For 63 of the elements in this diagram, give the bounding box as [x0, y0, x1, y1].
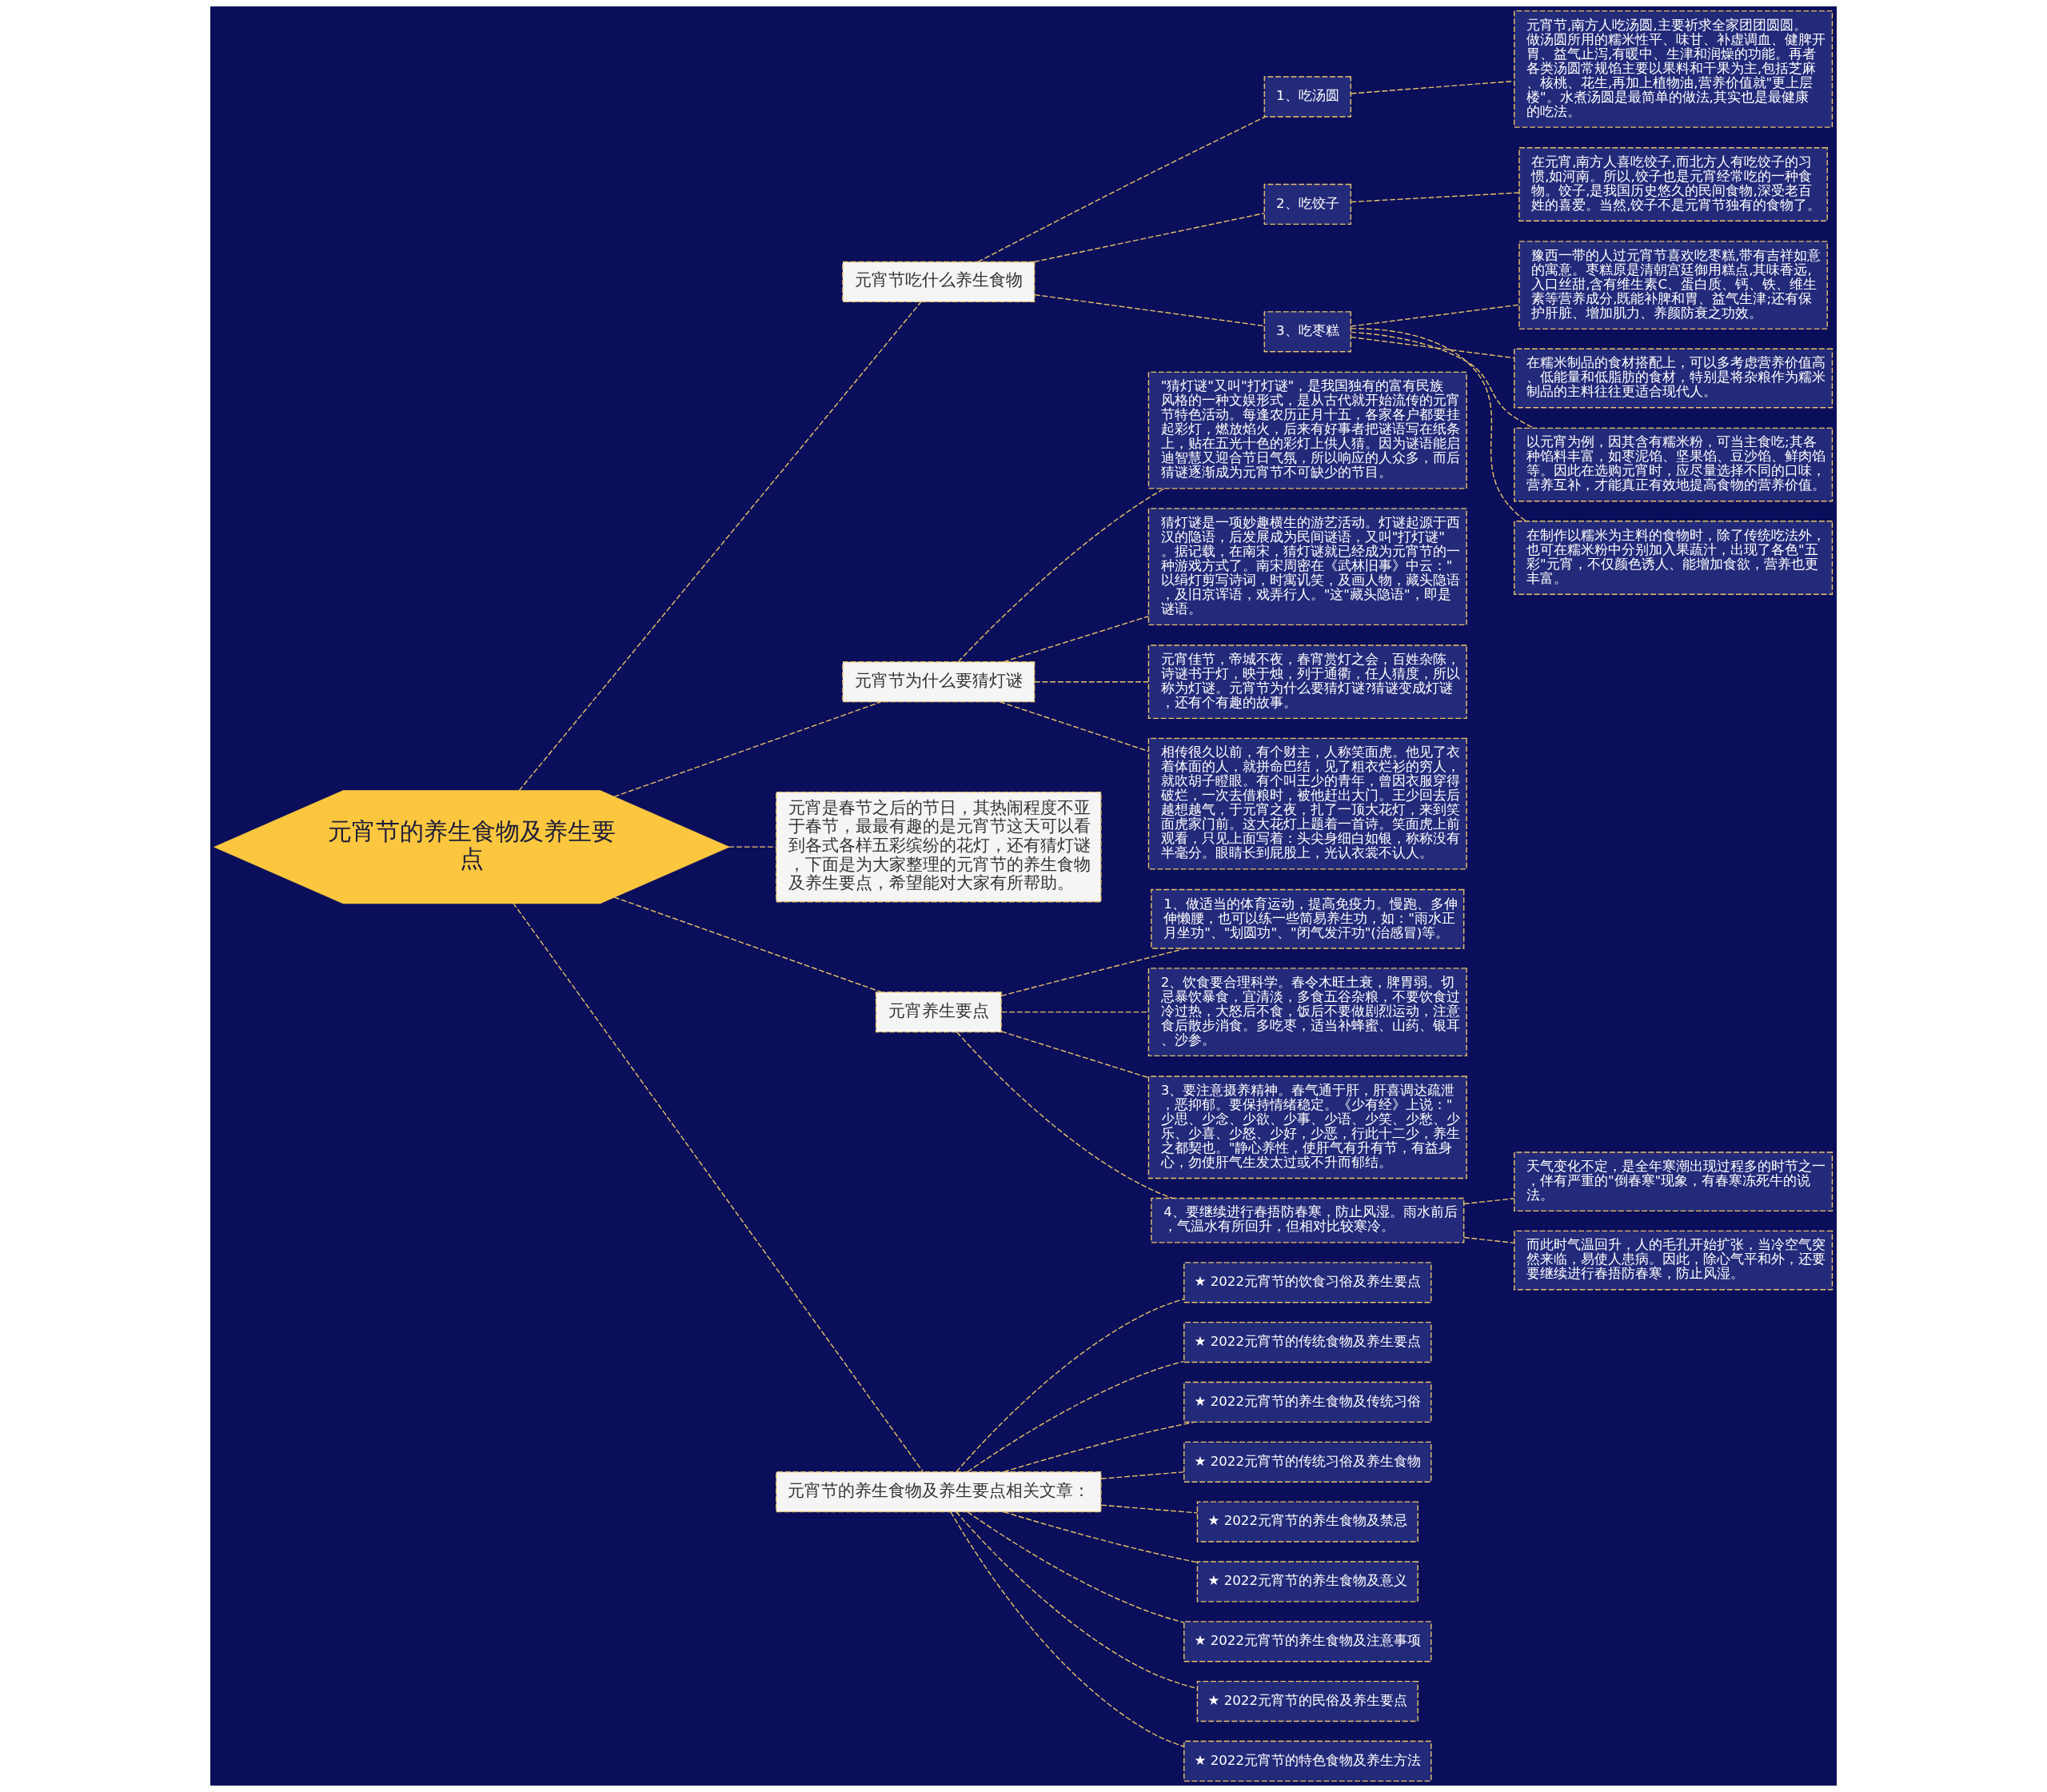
connector: [1003, 1511, 1198, 1563]
connector: [1000, 1011, 1149, 1013]
node-box: ★ 2022元宵节的饮食习俗及养生要点: [1183, 1262, 1432, 1303]
node-box: 元宵节,南方人吃汤圆,主要祈求全家团团圆圆。做汤圆所用的糯米性平、味甘、补虚调血、健脾开胃、益气止泻,有暖中、生津和润燥的功能。再者各类汤圆常规馅主要以果料和干果为主,包括芝麻、核桃、花生,再加上植物油,营养价值就"更上层楼"。水煮汤圆是最简单的做法,其实也是最健康的吃法。: [1514, 10, 1834, 128]
connector: [1350, 331, 1534, 429]
connector: [967, 1511, 1185, 1623]
node-box: ★ 2022元宵节的民俗及养生要点: [1196, 1680, 1419, 1722]
node-box: 天气变化不定，是全年寒潮出现过程多的时节之一，伴有严重的"倒春寒"现象，有春寒冻死牛的说法。: [1514, 1151, 1834, 1212]
node-box: 相传很久以前，有个财主，人称笑面虎。他见了衣着体面的人，就拼命巴结，见了粗衣烂衫的穷人，就吹胡子瞪眼。有个叫王少的青年，曾因衣服穿得破烂，一次去借粮时，被他赶出大门。王少回去后越想越气，于元宵之夜，扎了一顶大花灯，来到笑面虎家门前。这大花灯上题着一首诗。笑面虎上前观看，只见上面写着：头尖身细白如银，称称没有半毫分。眼睛长到屁股上，光认衣裳不认人。: [1147, 737, 1467, 870]
node-box: 元宵节吃什么养生食物: [842, 261, 1035, 303]
connector: [1350, 328, 1526, 522]
node-box: ★ 2022元宵节的养生食物及注意事项: [1183, 1621, 1432, 1662]
node-box: 2、吃饺子: [1263, 183, 1352, 225]
connector: [1003, 1421, 1195, 1473]
connector: [1100, 1471, 1184, 1479]
node-box: 1、做适当的体育运动，提高免疫力。慢跑、多伸伸懒腰，也可以练一些简易养生功，如："雨水正月坐功"、"划圆功"、"闭气发汗功"(治感冒)等。: [1151, 888, 1465, 949]
node-box: 元宵节为什么要猜灯谜: [842, 661, 1035, 703]
node-box: ★ 2022元宵节的养生食物及传统习俗: [1183, 1381, 1432, 1423]
node-box: 3、要注意摄养精神。春气通于肝，肝喜调达疏泄，恶抑郁。要保持情绪稳定。《少有经》上说："少思、少念、少欲、少事、少语、少笑、少愁、少乐、少喜、少怒、少好，少恶，行此十二少，养生之都契也。"静心养性，使肝气有升有节，有益身心，勿使肝气生发太过或不升而郁结。: [1147, 1076, 1467, 1179]
connector: [1463, 1198, 1515, 1205]
connector: [613, 896, 882, 993]
node-box: 在制作以糯米为主料的食物时，除了传统吃法外，也可在糯米粉中分别加入果蔬汁，出现了各色"五彩"元宵，不仅颜色诱人、能增加食欲，营养也更丰富。: [1514, 521, 1834, 595]
connector: [1034, 293, 1265, 327]
connector: [1351, 336, 1515, 359]
connector: [1351, 192, 1520, 203]
connector: [956, 1298, 1185, 1473]
connector: [613, 701, 882, 798]
connector: [728, 846, 777, 848]
node-box: 3、吃枣糕: [1263, 311, 1352, 353]
connector: [950, 1511, 1185, 1747]
node-box: 1、吃汤圆: [1263, 76, 1352, 118]
node-box: 元宵养生要点: [875, 992, 1002, 1033]
node-box: 以元宵为例，因其含有糯米粉，可当主食吃;其各种馅料丰富，如枣泥馅、坚果馅、豆沙馅、鲜肉馅等。因此在选购元宵时，应尽量选择不同的口味，营养互补，才能真正有效地提高食物的营养价值。: [1514, 427, 1834, 502]
node-box: 在糯米制品的食材搭配上，可以多考虑营养价值高、低能量和低脂肪的食材，特别是将杂粮作为糯米制品的主料往往更适合现代人。: [1514, 348, 1834, 409]
connector: [1351, 304, 1520, 327]
node-box: 元宵是春节之后的节日，其热闹程度不亚于春节，最最有趣的是元宵节这天可以看到各式各样五彩缤纷的花灯，还有猜灯谜，下面是为大家整理的元宵节的养生食物及养生要点，希望能对大家有所帮助。: [776, 791, 1102, 903]
connector: [957, 488, 1165, 663]
node-box: ★ 2022元宵节的养生食物及禁忌: [1196, 1501, 1419, 1543]
node-box: 豫西一带的人过元宵节喜欢吃枣糕,带有吉祥如意的寓意。枣糕原是清朝宫廷御用糕点,其味香远,入口丝甜,含有维生素C、蛋白质、钙、铁、维生素等营养成分,既能补脾和胃、益气生津;还有保护肝脏、增加肌力、养颜防衰之功效。: [1518, 241, 1828, 330]
node-box: ★ 2022元宵节的特色食物及养生方法: [1183, 1740, 1432, 1782]
node-box: 4、要继续进行春捂防春寒，防止风湿。雨水前后，气温水有所回升，但相对比较寒冷。: [1151, 1197, 1465, 1243]
node-box: ★ 2022元宵节的传统食物及养生要点: [1183, 1322, 1432, 1363]
connector: [967, 1360, 1185, 1473]
connector: [1034, 681, 1149, 683]
connector: [1000, 1031, 1149, 1079]
node-box: 2、饮食要合理科学。春令木旺土衰，脾胃弱。切忌暴饮暴食，宜清淡，多食五谷杂粮，不要饮食过冷过热，大怒后不食，饭后不要做剧烈运动，注意食后散步消食。多吃枣，适当补蜂蜜、山药、银耳、沙参。: [1147, 968, 1467, 1057]
node-box: 猜灯谜是一项妙趣横生的游艺活动。灯谜起源于西汉的隐语，后发展成为民间谜语，又叫"打灯谜"。据记载，在南宋，猜灯谜就已经成为元宵节的一种游戏方式了。南宋周密在《武林旧事》中云："以绢灯剪写诗词，时寓讥笑，及画人物，藏头隐语，及旧京诨语，戏弄行人。"这"藏头隐语"，即是谜语。: [1147, 508, 1467, 626]
connector: [956, 1511, 1198, 1690]
node-box: 元宵节的养生食物及养生要点相关文章：: [776, 1471, 1102, 1513]
connector: [977, 116, 1266, 263]
connector: [999, 701, 1150, 752]
node-box: ★ 2022元宵节的传统习俗及养生食物: [1183, 1441, 1432, 1483]
node-box: 元宵佳节，帝城不夜，春宵赏灯之会，百姓杂陈，诗谜书于灯，映于烛，列于通衢，任人猜度，所以称为灯谜。元宵节为什么要猜灯谜?猜谜变成灯谜，还有个有趣的故事。: [1147, 645, 1467, 720]
connector: [513, 902, 924, 1473]
node-box: ★ 2022元宵节的养生食物及意义: [1196, 1561, 1419, 1602]
connector: [1100, 1504, 1198, 1514]
connector: [1033, 212, 1265, 263]
connector: [1463, 1236, 1515, 1244]
node-box: 在元宵,南方人喜吃饺子,而北方人有吃饺子的习惯,如河南。所以,饺子也是元宵经常吃的一种食物。饺子,是我国历史悠久的民间食物,深受老百姓的喜爱。当然,饺子不是元宵节独有的食物了。: [1518, 147, 1828, 222]
connector: [1003, 616, 1149, 663]
connector: [518, 301, 922, 792]
node-box: 而此时气温回升，人的毛孔开始扩张，当冷空气突然来临，易使人患病。因此，除心气平和外，还要要继续进行春捂防春寒，防止风湿。: [1514, 1230, 1834, 1291]
node-box: "猜灯谜"又叫"打灯谜"，是我国独有的富有民族风格的一种文娱形式，是从古代就开始流传的元宵节特色活动。每逢农历正月十五，各家各户都要挂起彩灯，燃放焰火，后来有好事者把谜语写在纸条上，贴在五光十色的彩灯上供人猜。因为谜语能启迪智慧又迎合节日气氛，所以响应的人众多，而后猜谜逐渐成为元宵节不可缺少的节目。: [1147, 371, 1467, 489]
